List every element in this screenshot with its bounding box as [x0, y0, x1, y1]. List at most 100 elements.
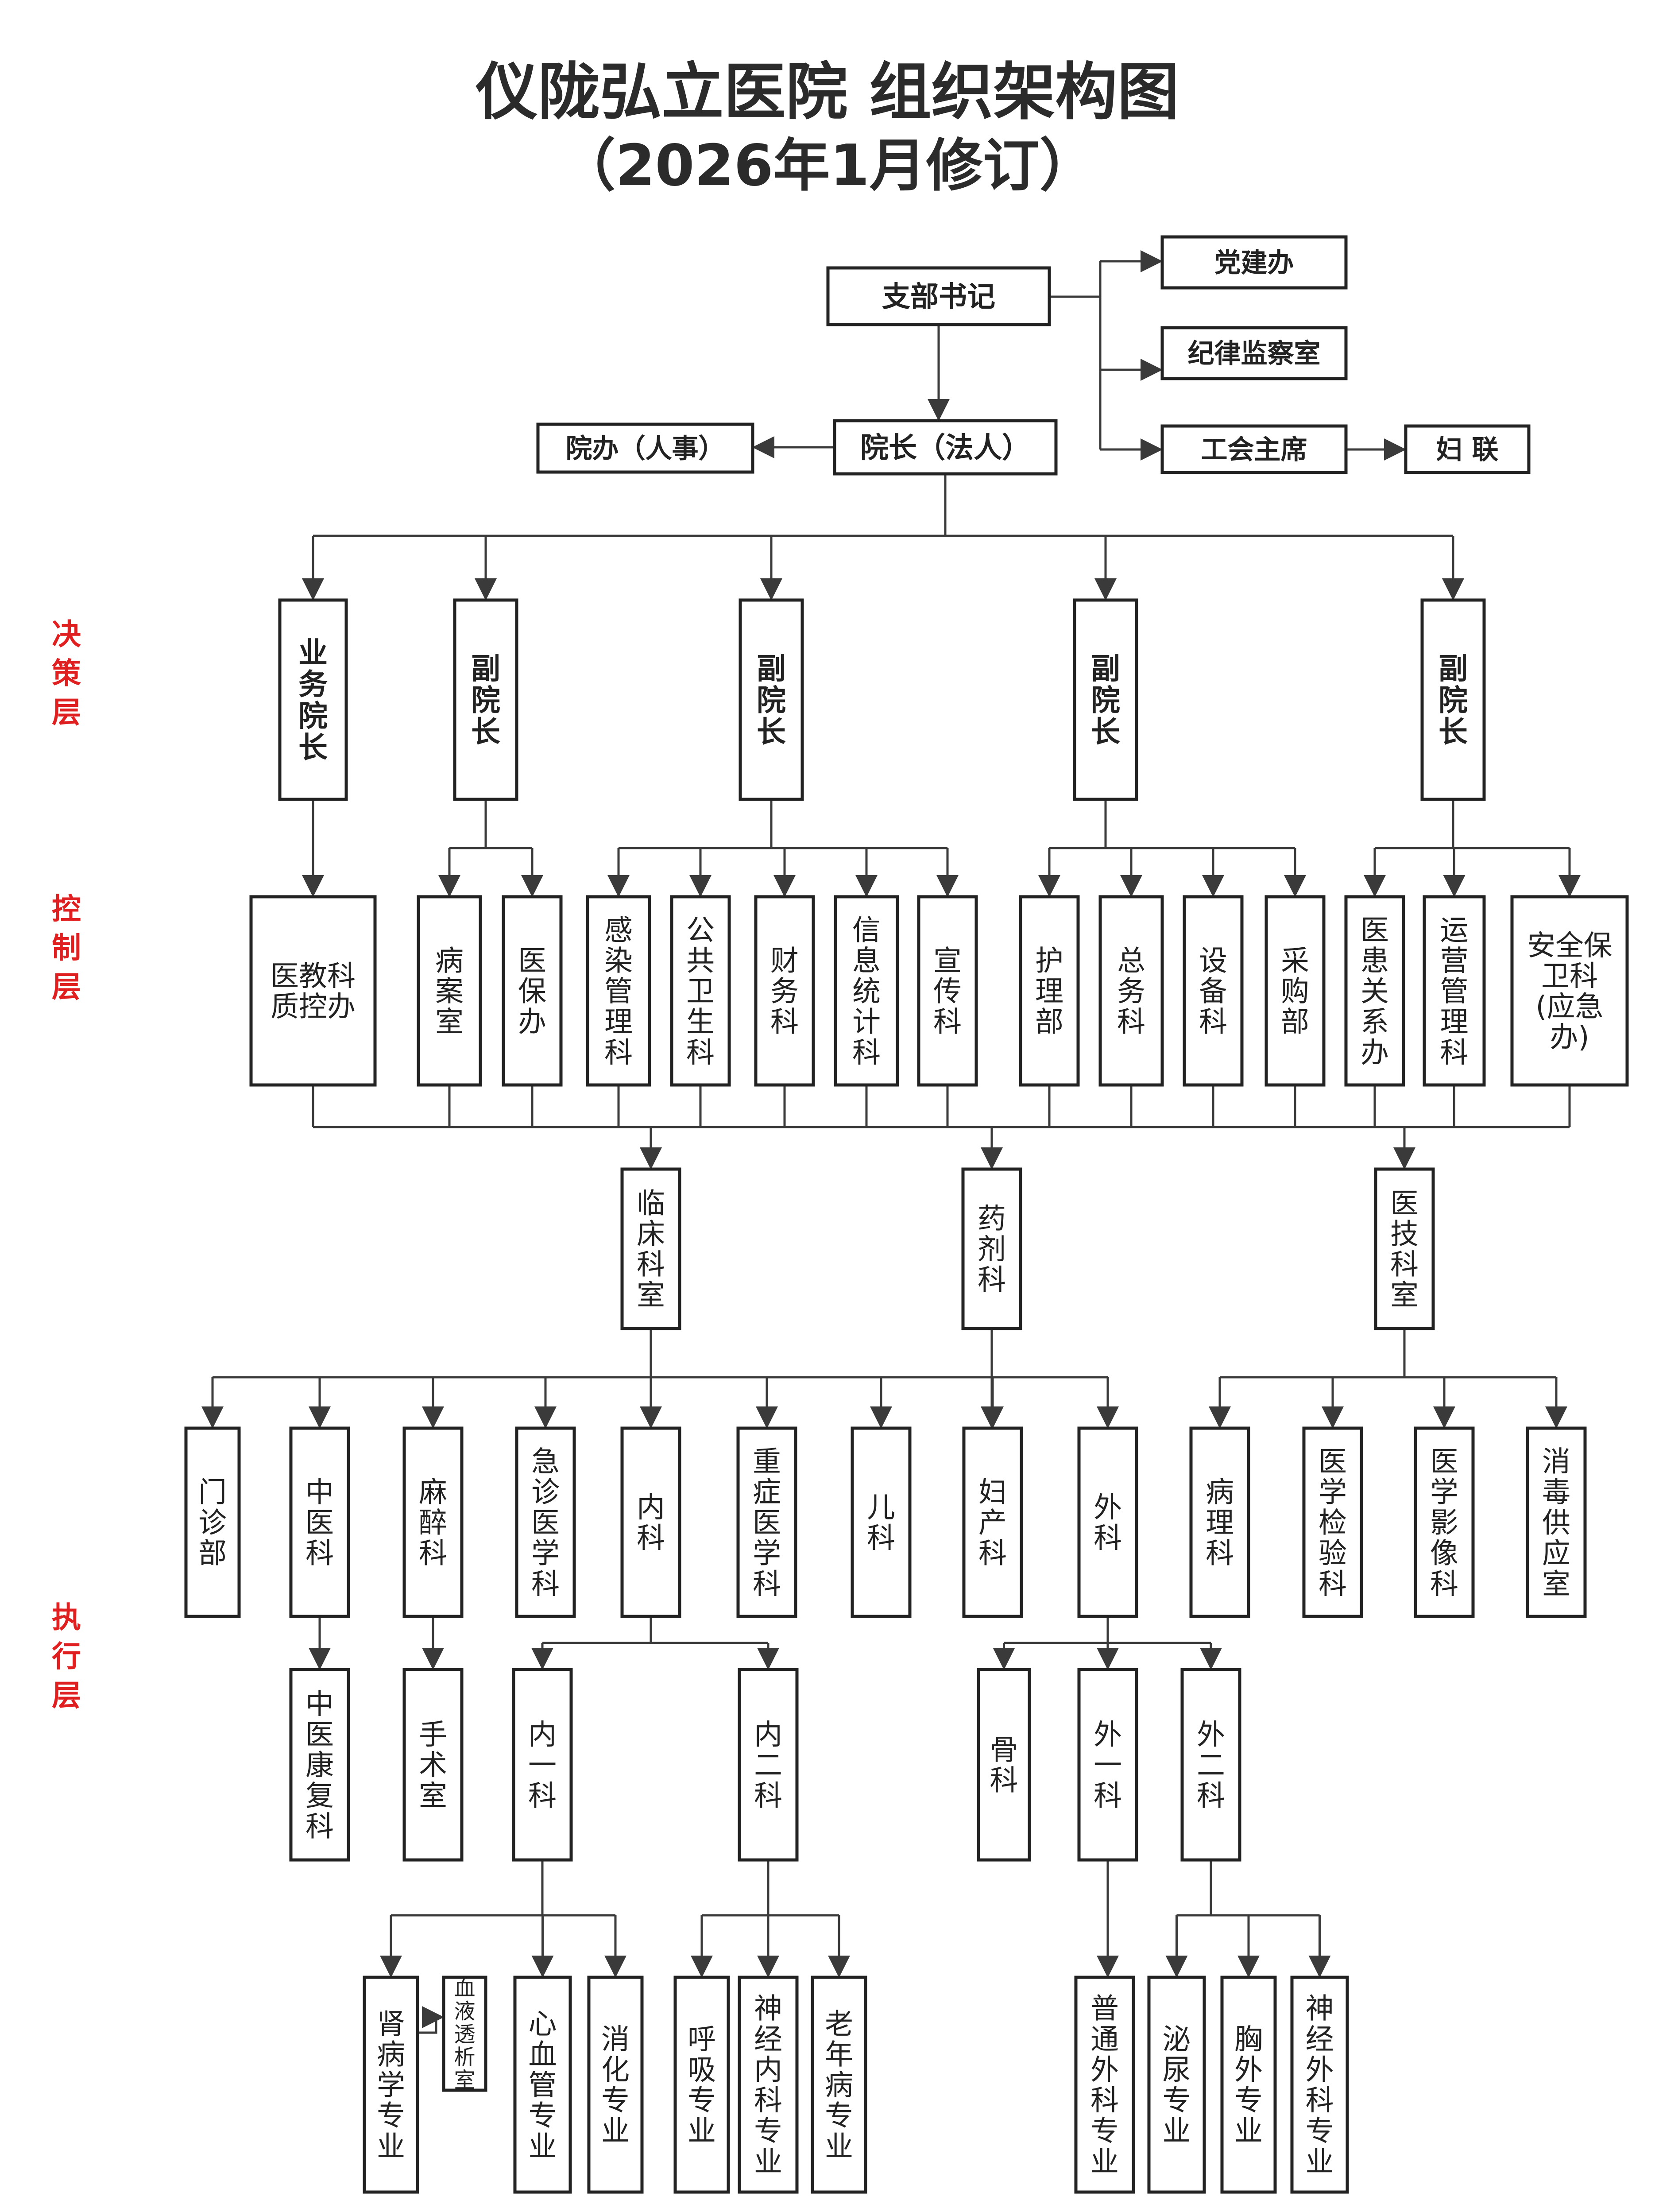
node-label: 胸外专业 — [1234, 2023, 1263, 2148]
node-label: 门诊部 — [198, 1476, 227, 1570]
node-label: 财务科 — [770, 945, 799, 1038]
node-insurance: 医保办 — [502, 895, 563, 1087]
node-label: 内二科 — [754, 1719, 782, 1813]
node-equipment: 设备科 — [1183, 895, 1244, 1087]
node-label: 泌尿专业 — [1163, 2023, 1191, 2148]
node-surgery: 外科 — [1077, 1426, 1138, 1618]
node-label: 内一科 — [528, 1719, 557, 1813]
node-surgery1: 外一科 — [1077, 1668, 1138, 1862]
node-label: 中医科 — [305, 1476, 334, 1570]
node-surgery2: 外二科 — [1180, 1668, 1241, 1862]
node-outpatient: 门诊部 — [184, 1426, 241, 1618]
node-pediatrics: 儿科 — [851, 1426, 912, 1618]
node-label: 医保办 — [518, 945, 546, 1038]
node-dialysis: 血液透析室 — [442, 1976, 487, 2092]
node-label: 感染管理科 — [604, 914, 633, 1069]
node-label: 院长（法人） — [860, 432, 1030, 465]
node-public-health: 公共卫生科 — [670, 895, 731, 1087]
node-label: 总务科 — [1117, 945, 1145, 1038]
node-label: 急诊医学科 — [531, 1445, 560, 1600]
connector-lines — [201, 250, 1581, 2034]
page-title: 仪陇弘立医院 组织架构图 — [476, 56, 1179, 128]
node-medtech: 医技科室 — [1374, 1167, 1435, 1330]
node-label: 院办（人事） — [566, 434, 725, 465]
node-respiratory: 呼吸专业 — [673, 1976, 730, 2194]
node-label: 骨科 — [990, 1734, 1018, 1797]
node-label: 血液透析室 — [454, 1976, 475, 2092]
node-disinfection: 消毒供应室 — [1526, 1426, 1587, 1618]
node-medical-records: 病案室 — [417, 895, 482, 1087]
node-nursing: 护理部 — [1019, 895, 1080, 1087]
node-internal2: 内二科 — [738, 1668, 799, 1862]
node-label: 护理部 — [1035, 945, 1063, 1038]
node-label: 中医康复科 — [305, 1688, 334, 1843]
node-neurosurgery: 神经外科专业 — [1290, 1976, 1349, 2194]
node-operating-room: 手术室 — [402, 1668, 464, 1862]
node-imaging: 医学影像科 — [1414, 1426, 1475, 1618]
node-label: 手术室 — [419, 1719, 447, 1813]
node-nephrology: 肾病学专业 — [363, 1976, 419, 2194]
node-label: 业务院长 — [298, 636, 328, 765]
node-business-vp: 业务院长 — [278, 598, 348, 801]
node-label: 医患关系办 — [1361, 914, 1389, 1069]
node-discipline-office: 纪律监察室 — [1160, 326, 1348, 380]
node-internal: 内科 — [620, 1426, 681, 1618]
node-label: 病理科 — [1206, 1476, 1234, 1570]
node-security: 安全保卫科(应急办) — [1510, 895, 1629, 1087]
node-general-affairs: 总务科 — [1098, 895, 1164, 1087]
node-finance: 财务科 — [754, 895, 815, 1087]
node-label: 妇 联 — [1436, 434, 1499, 465]
node-label: 副院长 — [757, 651, 786, 749]
node-anesthesia: 麻醉科 — [402, 1426, 464, 1618]
node-med-edu: 医教科质控办 — [249, 895, 377, 1087]
node-label: 采购部 — [1281, 945, 1309, 1038]
node-label: 支部书记 — [882, 281, 995, 314]
node-party-office: 党建办 — [1160, 235, 1348, 290]
node-label: 医技科室 — [1390, 1187, 1419, 1312]
node-label: 内科 — [637, 1491, 665, 1555]
node-label: 儿科 — [867, 1491, 895, 1555]
node-label: 病案室 — [435, 945, 464, 1038]
chart-nodes: 支部书记党建办纪律监察室工会主席妇 联院长（法人）院办（人事）业务院长副院长副院… — [184, 235, 1629, 2194]
node-label: 临床科室 — [637, 1187, 665, 1312]
node-label: 安全保卫科(应急办) — [1527, 930, 1612, 1054]
node-label: 呼吸专业 — [688, 2023, 716, 2148]
node-lab: 医学检验科 — [1302, 1426, 1363, 1618]
node-neurology: 神经内科专业 — [738, 1976, 799, 2194]
node-general-surgery: 普通外科专业 — [1074, 1976, 1135, 2194]
node-label: 普通外科专业 — [1090, 1993, 1119, 2179]
node-pharmacy: 药剂科 — [961, 1167, 1022, 1330]
node-cardio: 心血管专业 — [513, 1976, 572, 2194]
node-geriatrics: 老年病专业 — [811, 1976, 867, 2194]
node-infection: 感染管理科 — [586, 895, 651, 1087]
node-statistics: 信息统计科 — [834, 895, 899, 1087]
node-patient-relations: 医患关系办 — [1344, 895, 1405, 1087]
node-label: 副院长 — [1091, 651, 1120, 749]
node-label: 外一科 — [1094, 1719, 1122, 1813]
node-label: 消毒供应室 — [1542, 1445, 1570, 1600]
node-operations: 运营管理科 — [1423, 895, 1486, 1087]
node-label: 麻醉科 — [419, 1476, 447, 1570]
node-label: 副院长 — [471, 651, 500, 749]
node-label: 外科 — [1094, 1491, 1122, 1555]
node-emergency: 急诊医学科 — [515, 1426, 576, 1618]
node-label: 心血管专业 — [529, 2008, 557, 2163]
node-label: 医教科质控办 — [271, 960, 356, 1023]
node-purchasing: 采购部 — [1264, 895, 1326, 1087]
node-thoracic: 胸外专业 — [1220, 1976, 1277, 2194]
node-president-office: 院办（人事） — [536, 422, 754, 474]
layer-label: 执行层 — [52, 1600, 81, 1712]
node-label: 消化专业 — [601, 2023, 630, 2148]
node-label: 重症医学科 — [753, 1445, 781, 1600]
node-urology: 泌尿专业 — [1147, 1976, 1206, 2194]
node-label: 宣传科 — [933, 945, 962, 1038]
page-subtitle: （2026年1月修订） — [559, 133, 1096, 199]
node-label: 副院长 — [1438, 651, 1468, 749]
node-label: 神经外科专业 — [1306, 1993, 1334, 2179]
node-tcm-rehab: 中医康复科 — [289, 1668, 350, 1862]
node-pathology: 病理科 — [1189, 1426, 1250, 1618]
node-icu: 重症医学科 — [736, 1426, 797, 1618]
node-label: 党建办 — [1214, 248, 1294, 279]
